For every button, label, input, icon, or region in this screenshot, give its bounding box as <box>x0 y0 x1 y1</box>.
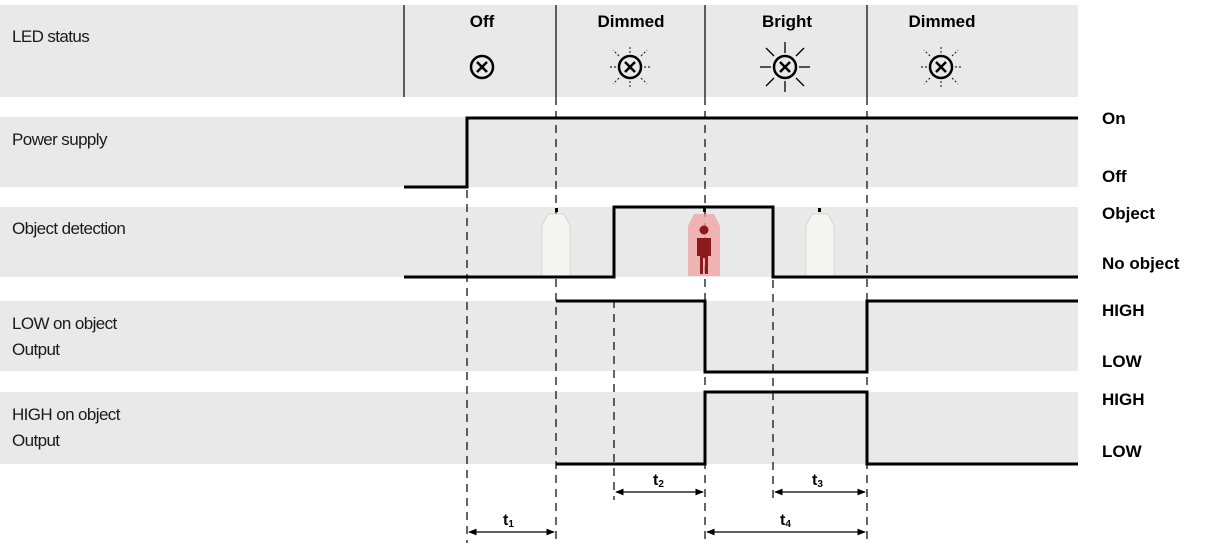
t3-label: t3 <box>812 472 823 490</box>
row-label-led-status: LED status <box>12 27 89 46</box>
row-label-high-on-object-line1: HIGH on object <box>12 405 121 424</box>
low-on-object-band <box>0 301 1078 371</box>
led-state-dimmed-2: Dimmed <box>908 12 975 31</box>
row-label-low-on-object-line2: Output <box>12 340 60 359</box>
state-label-low: LOW <box>1102 352 1143 371</box>
led-state-dimmed-1: Dimmed <box>597 12 664 31</box>
power-supply-band <box>0 117 1078 187</box>
high-on-object-band <box>0 392 1078 464</box>
row-label-low-on-object-line1: LOW on object <box>12 314 118 333</box>
row-label-high-on-object-line2: Output <box>12 431 60 450</box>
state-label-object: Object <box>1102 204 1155 223</box>
led-bright-icon <box>760 42 810 92</box>
row-label-power-supply: Power supply <box>12 130 108 149</box>
state-label-on: On <box>1102 109 1126 128</box>
person-icon <box>688 208 720 276</box>
row-label-object-detection: Object detection <box>12 219 125 238</box>
led-state-off: Off <box>470 12 495 31</box>
t4-label: t4 <box>780 512 791 530</box>
detection-beam-icon <box>542 208 570 276</box>
t2-label: t2 <box>653 472 664 490</box>
object-detection-band <box>0 207 1078 277</box>
detection-beam-icon <box>806 208 834 276</box>
state-label-off: Off <box>1102 167 1127 186</box>
state-label-high: HIGH <box>1102 390 1145 409</box>
state-label-low: LOW <box>1102 442 1143 461</box>
state-label-high: HIGH <box>1102 301 1145 320</box>
led-state-bright: Bright <box>762 12 812 31</box>
t1-label: t1 <box>503 512 514 530</box>
state-label-no-object: No object <box>1102 254 1180 273</box>
